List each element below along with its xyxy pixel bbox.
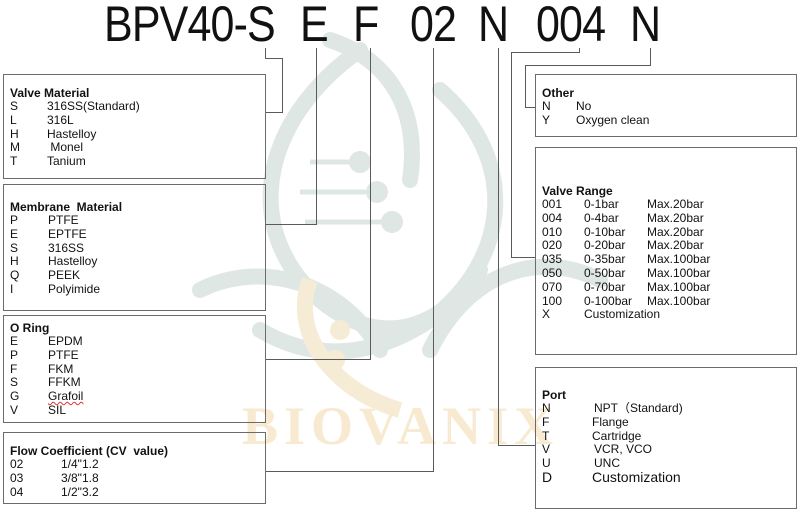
valve-material-title: Valve Material xyxy=(10,86,90,100)
membrane-material-title: Membrane Material xyxy=(10,200,123,214)
port-title: Port xyxy=(542,388,566,402)
code-part-range: 004 xyxy=(536,0,606,52)
code-part-series: BPV40-S xyxy=(104,0,276,52)
code-part-other: N xyxy=(630,0,661,52)
other-title: Other xyxy=(542,86,575,100)
option-row: M Monel xyxy=(10,140,84,155)
flow-coefficient-title: Flow Coefficient (CV value) xyxy=(10,444,169,458)
o-ring-title: O Ring xyxy=(10,321,50,335)
valve-range-title: Valve Range xyxy=(542,184,613,198)
code-part-port: N xyxy=(478,0,509,52)
code-part-flow: 02 xyxy=(410,0,457,52)
code-part-membrane: E xyxy=(300,0,329,52)
model-code: BPV40-S E F 02 N 004 N xyxy=(0,0,800,54)
brand-watermark: BIOVANIX xyxy=(242,396,560,456)
code-part-oring: F xyxy=(353,0,379,52)
